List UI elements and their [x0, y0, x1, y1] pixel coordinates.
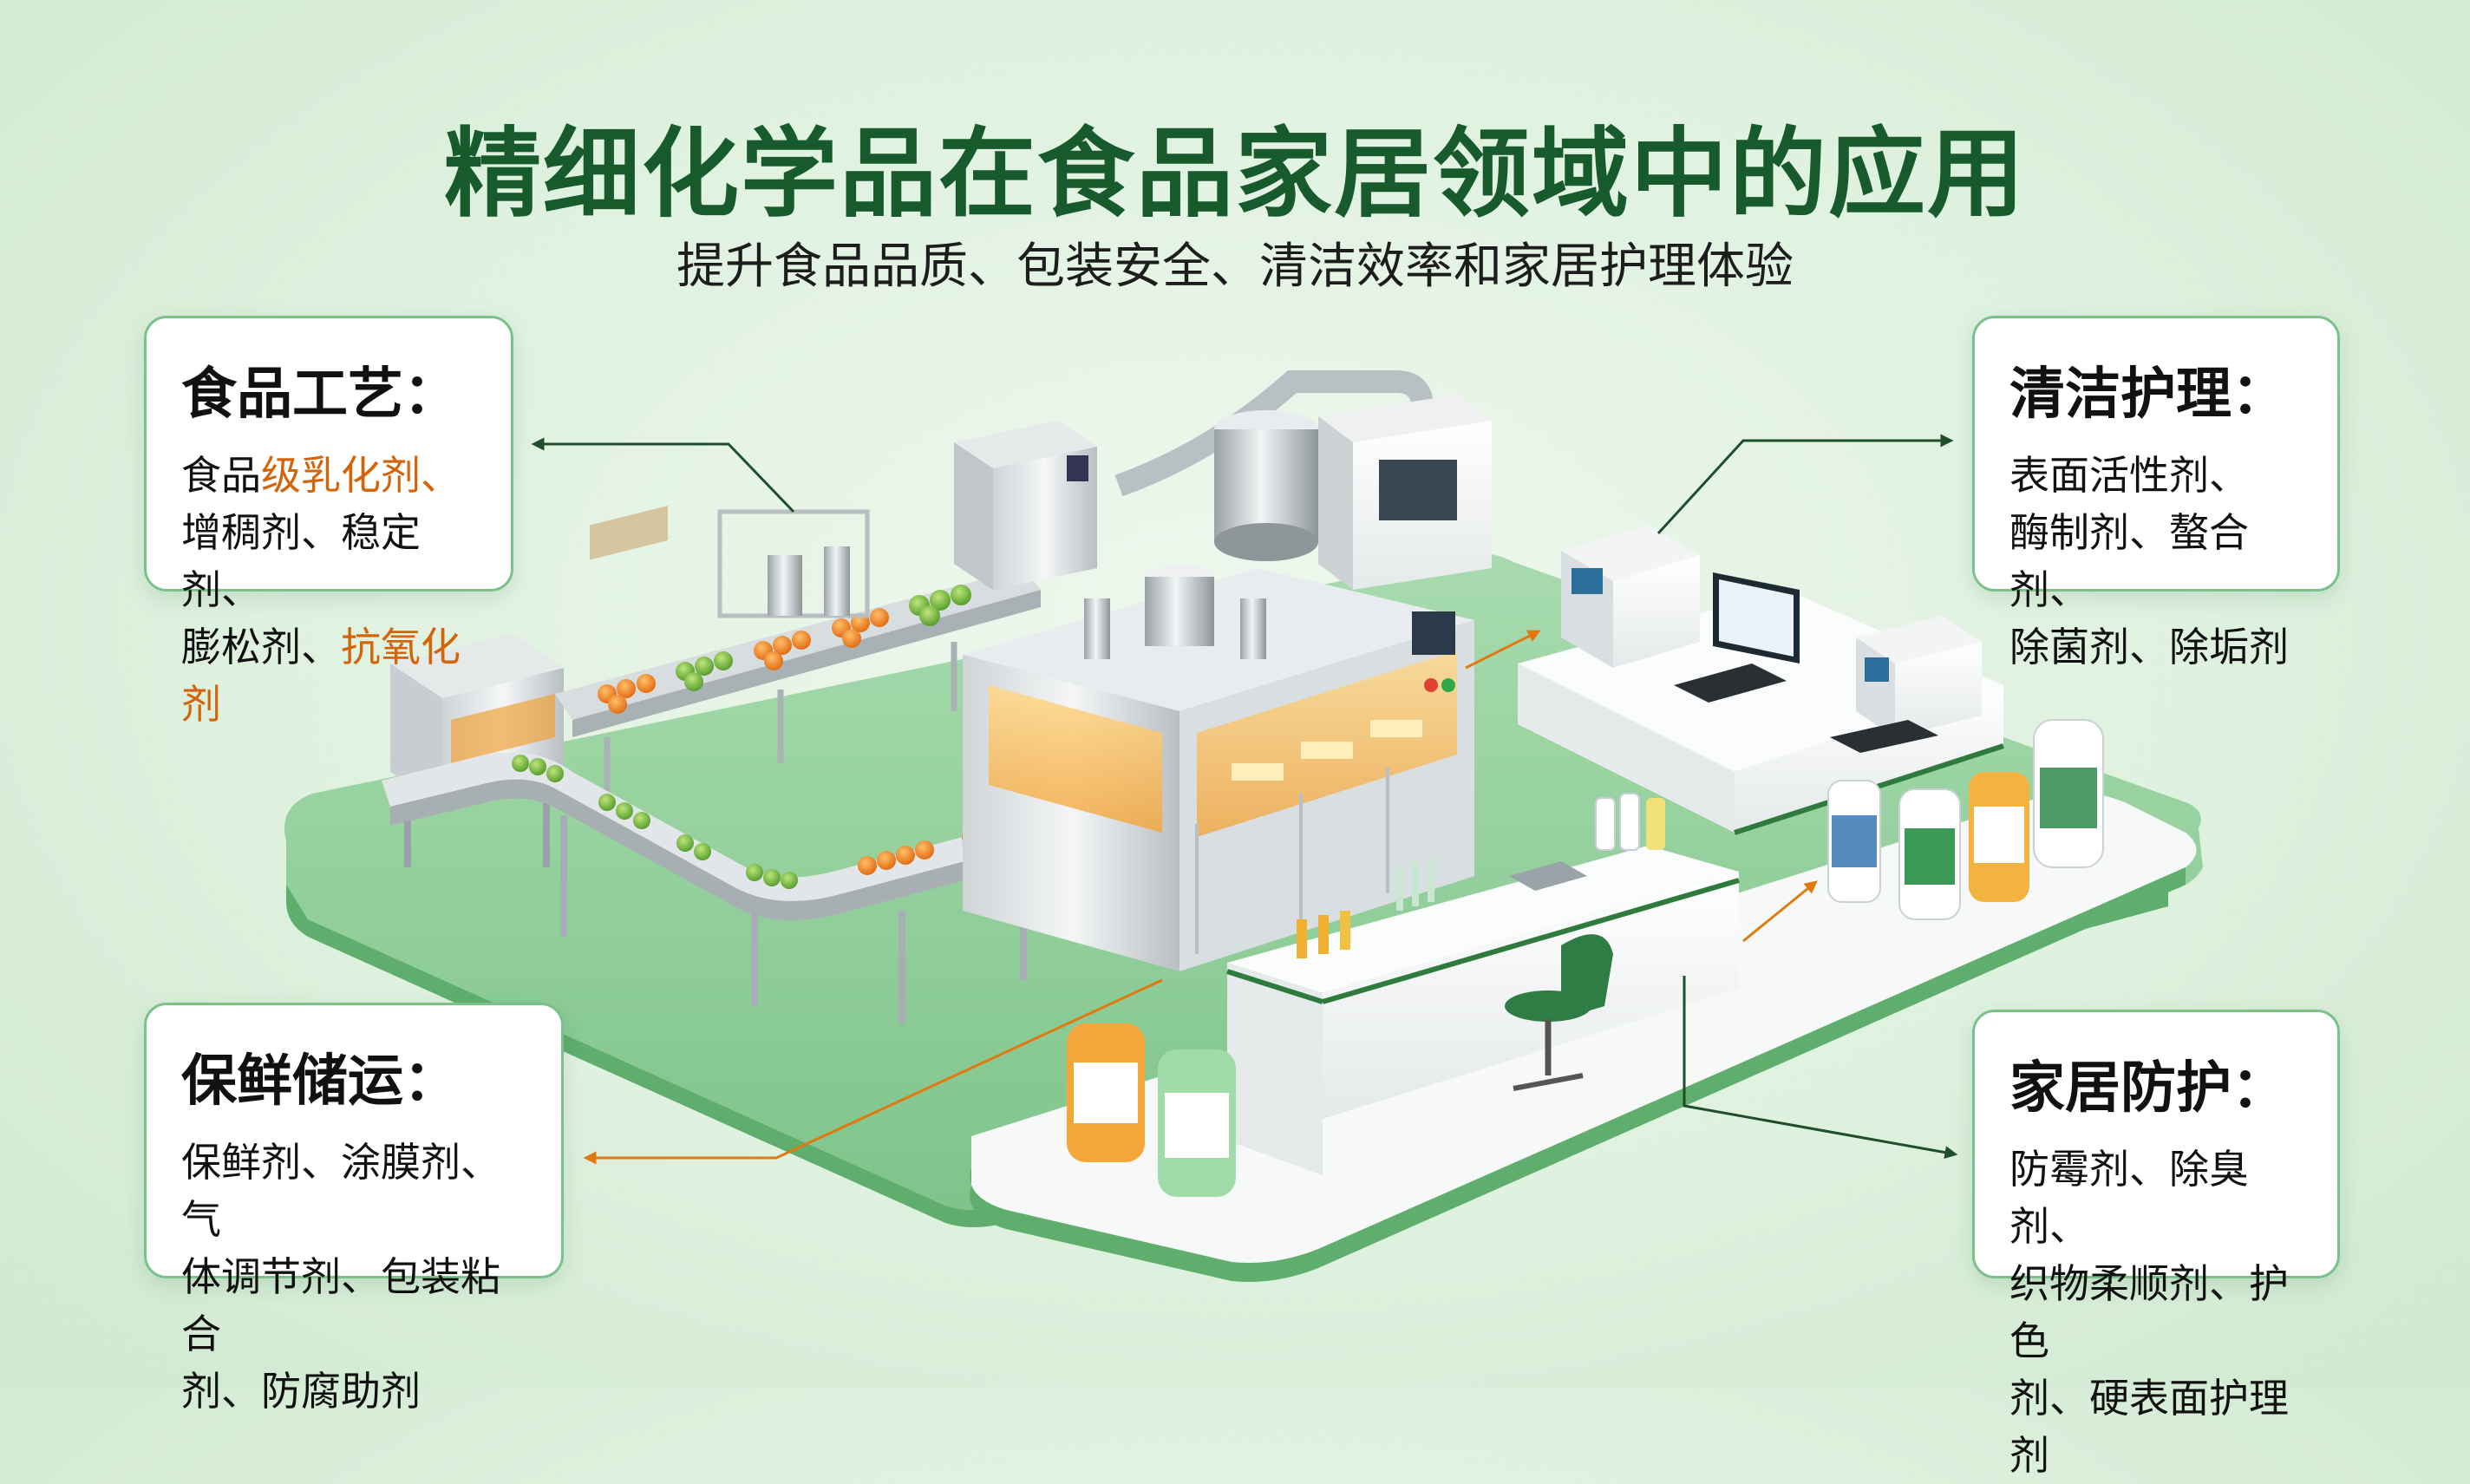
- card-body: 保鲜剂、涂膜剂、气 体调节剂、包装粘合 剂、防腐助剂: [181, 1134, 526, 1420]
- card-title: 食品工艺：: [181, 363, 459, 427]
- lab-chair: [1505, 934, 1613, 1091]
- card-title: 清洁护理：: [2009, 363, 2287, 427]
- food-process-card: 食品工艺： 食品级乳化剂、 增稠剂、稳定剂、 膨松剂、抗氧化剂: [144, 316, 513, 728]
- card-text: 膨松剂、: [181, 624, 341, 670]
- control-cabinet: [1318, 395, 1492, 590]
- card-title: 家居防护：: [2009, 1056, 2287, 1121]
- connector-orange-mid: [1465, 630, 1541, 670]
- card-line: 酶制剂、螯合剂、: [2009, 509, 2249, 613]
- cleaning-care-card: 清洁护理： 表面活性剂、 酶制剂、螯合剂、 除菌剂、除垢剂: [1972, 316, 2340, 670]
- card-line: 保鲜剂、涂膜剂、气: [181, 1139, 500, 1243]
- card-line: 增稠剂、稳定剂、: [181, 509, 421, 613]
- computer-monitor: [1674, 572, 1800, 703]
- factory-lab-illustration: [284, 370, 2203, 1282]
- cleaning-bottles: [1827, 719, 2104, 920]
- connector-food: [531, 437, 795, 513]
- storage-tank: [1114, 370, 1434, 561]
- lab-instrument-1: [1561, 525, 1700, 668]
- card-line: 防霉剂、除臭剂、: [2009, 1146, 2249, 1250]
- card-line: 织物柔顺剂、护色: [2009, 1260, 2289, 1364]
- lab-bench-back: [1518, 525, 2004, 835]
- test-tubes: [1297, 859, 1434, 958]
- card-line: 表面活性剂、: [2009, 452, 2249, 499]
- card-line: 除菌剂、除垢剂: [2009, 624, 2289, 670]
- connector-orange-right: [1742, 880, 1818, 943]
- card-text: 食品: [181, 452, 261, 499]
- card-body: 食品级乳化剂、 增稠剂、稳定剂、 膨松剂、抗氧化剂: [181, 447, 476, 733]
- back-conveyor: [555, 506, 1041, 815]
- card-line: 食品级乳化剂、: [181, 447, 476, 504]
- connector-home: [1683, 976, 1958, 1160]
- home-protection-card: 家居防护： 防霉剂、除臭剂、 织物柔顺剂、护色 剂、硬表面护理剂: [1972, 1010, 2340, 1479]
- card-line: 体调节剂、包装粘合: [181, 1253, 500, 1357]
- page-title: 精细化学品在食品家居领域中的应用: [444, 118, 2026, 231]
- preservation-card: 保鲜储运： 保鲜剂、涂膜剂、气 体调节剂、包装粘合 剂、防腐助剂: [144, 1003, 564, 1415]
- card-line: 剂、硬表面护理剂: [2009, 1375, 2289, 1479]
- highlight-text: 级乳化剂、: [261, 452, 461, 499]
- connector-clean: [1656, 434, 1954, 535]
- highlight-text: 抗氧化剂: [181, 624, 461, 728]
- connector-fresh: [583, 978, 1163, 1165]
- processing-machine: [963, 565, 1474, 971]
- card-line: 膨松剂、抗氧化剂: [181, 618, 476, 733]
- connector-lines: [531, 434, 1958, 1165]
- lab-instrument-2: [1830, 616, 1982, 753]
- lab-bench-front: [1226, 793, 1740, 1175]
- card-line: 剂、防腐助剂: [181, 1368, 421, 1415]
- sorting-machine: [954, 421, 1097, 590]
- card-body: 防霉剂、除臭剂、 织物柔顺剂、护色 剂、硬表面护理剂: [2009, 1141, 2303, 1484]
- page-subtitle: 提升食品品质、包装安全、清洁效率和家居护理体验: [676, 239, 1794, 295]
- card-body: 表面活性剂、 酶制剂、螯合剂、 除菌剂、除垢剂: [2009, 447, 2303, 676]
- front-bottles: [1067, 1023, 1236, 1197]
- card-title: 保鲜储运：: [181, 1049, 459, 1114]
- bench-bottles: [1595, 793, 1665, 851]
